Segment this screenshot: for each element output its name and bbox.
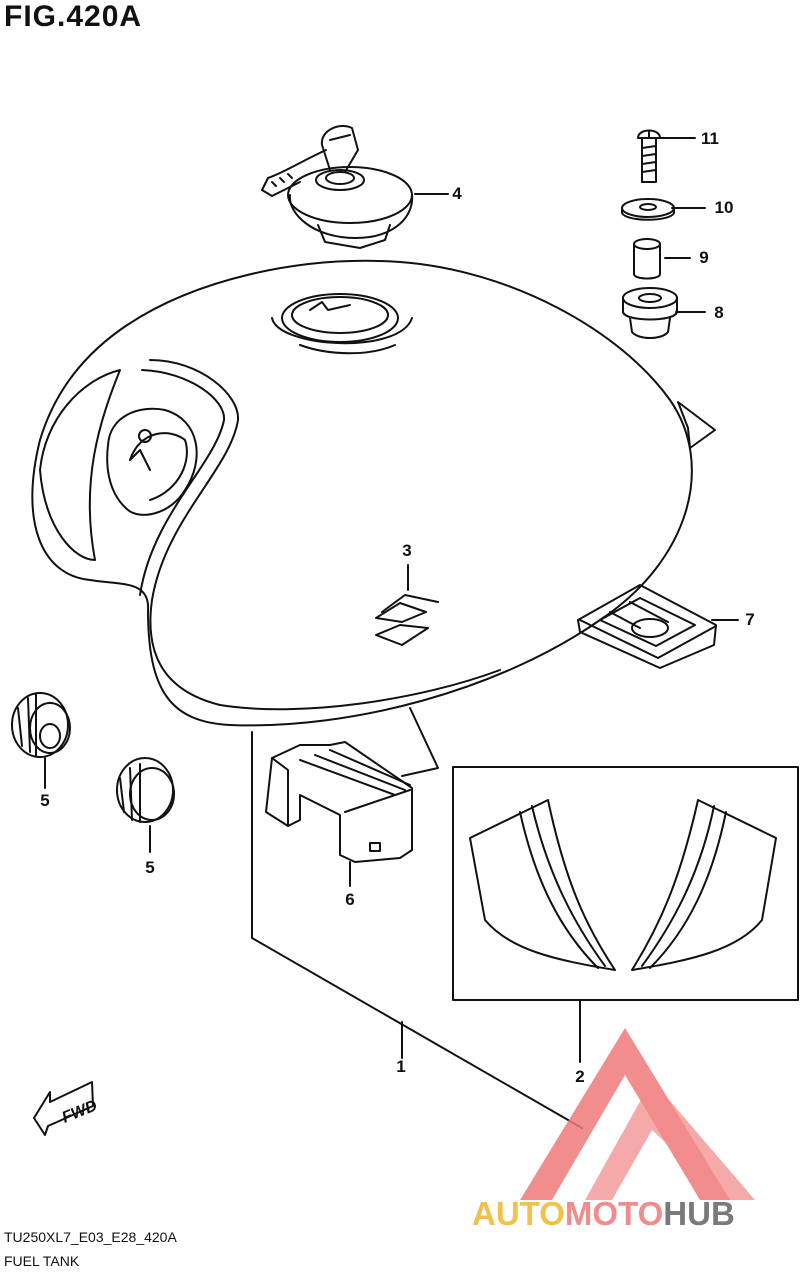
- collar: [633, 238, 661, 280]
- fuel-cap: [261, 125, 414, 249]
- callout-8: 8: [714, 303, 724, 322]
- callout-6: 6: [345, 890, 355, 909]
- callout-3: 3: [402, 541, 412, 560]
- callout-4: 4: [452, 184, 462, 203]
- cap-5a: [11, 692, 71, 789]
- callout-1: 1: [396, 1057, 406, 1076]
- figure-caption: FUEL TANK: [4, 1253, 80, 1269]
- decal-set-box: [452, 766, 799, 1001]
- callout-10: 10: [714, 198, 734, 217]
- petcock-plate: [106, 407, 198, 516]
- figure-title: FIG.420A: [4, 0, 143, 33]
- screw: [637, 129, 661, 183]
- cushion: [622, 287, 678, 339]
- watermark-auto: AUTO: [472, 1195, 565, 1232]
- cap-5b: [116, 757, 175, 853]
- callout-5a: 5: [40, 791, 50, 810]
- model-code: TU250XL7_E03_E28_420A: [4, 1229, 177, 1245]
- fuel-tank-outline: [31, 259, 693, 727]
- fwd-arrow-icon: [33, 1081, 94, 1136]
- watermark-hub: HUB: [663, 1195, 735, 1232]
- rear-mount-tab: [677, 401, 716, 449]
- assembly-bracket-1: [251, 731, 583, 1129]
- watermark-text: AUTOMOTOHUB: [472, 1195, 735, 1233]
- callout-2: 2: [575, 1067, 585, 1086]
- tank-decals: [469, 799, 777, 971]
- rubber-cushion: [265, 741, 413, 887]
- callout-7: 7: [745, 610, 755, 629]
- automotohub-logo-icon: [520, 1028, 755, 1200]
- callout-5b: 5: [145, 858, 155, 877]
- filler-neck: [281, 293, 399, 343]
- callout-9: 9: [699, 248, 709, 267]
- tank-knee-panel: [149, 359, 501, 711]
- watermark-moto: MOTO: [564, 1195, 664, 1232]
- emblem: [375, 564, 439, 646]
- washer: [621, 198, 675, 221]
- callout-11: 11: [701, 129, 719, 148]
- tank-cushion-pad: [577, 584, 717, 669]
